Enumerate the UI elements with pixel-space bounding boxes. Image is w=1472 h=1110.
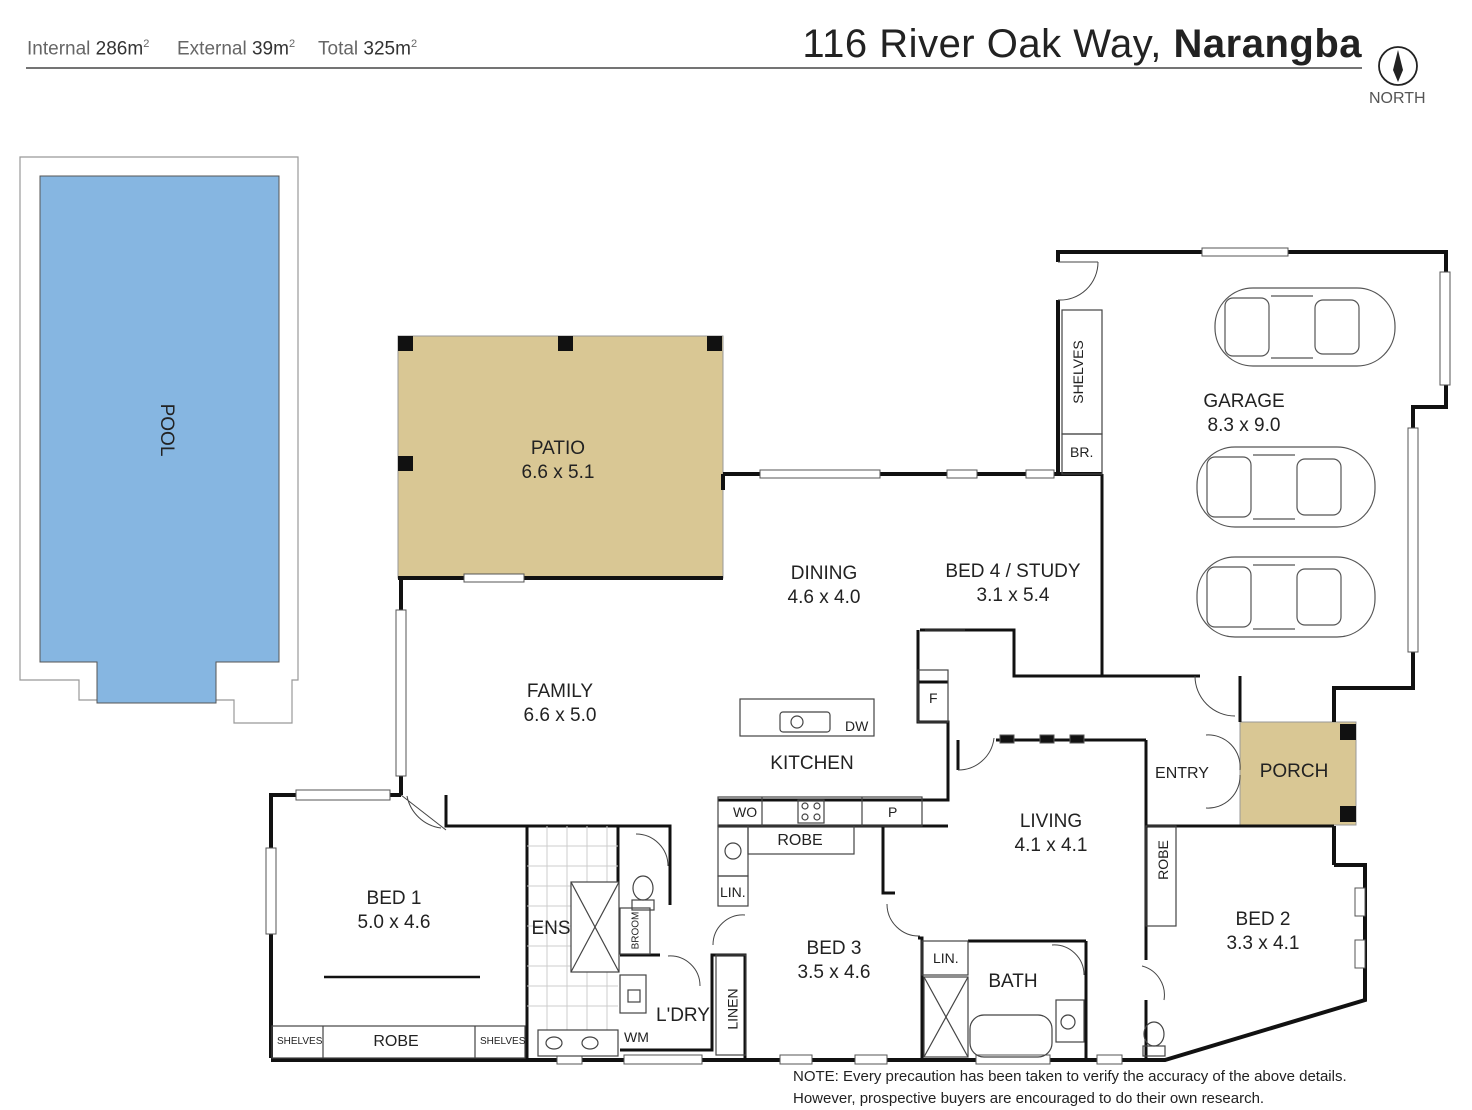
room-patio-size: 6.6 x 5.1 [521,462,595,483]
room-garage: GARAGE 8.3 x 9.0 [1203,390,1284,438]
address-suburb: Narangba [1173,22,1362,66]
total-area: Total 325m2 [318,38,418,60]
garage-shelves [1061,309,1103,475]
label-p: P [888,804,898,820]
label-lin-bed3: LIN. [720,884,746,900]
laundry-fixtures [715,954,747,1056]
room-bed2-name: BED 2 [1235,909,1291,930]
label-wm: WM [624,1029,649,1045]
room-garage-name: GARAGE [1203,391,1285,412]
room-bed3-name: BED 3 [806,938,862,959]
room-bed4-size: 3.1 x 5.4 [976,585,1050,606]
room-ldry: L'DRY [656,1005,710,1026]
label-shelves-left: SHELVES [277,1036,323,1047]
room-dining: DINING 4.6 x 4.0 [788,562,861,610]
room-living-name: LIVING [1019,811,1083,832]
north-compass-icon [1378,46,1418,86]
room-bed4-name: BED 4 / STUDY [945,561,1081,582]
label-br: BR. [1070,444,1094,460]
label-lin-bath: LIN. [933,950,959,966]
label-shelves-garage: SHELVES [1069,340,1086,404]
car-icons [1196,287,1396,638]
label-wo: WO [733,804,758,820]
label-broom: BROOM [630,911,642,950]
disclaimer-line-2: However, prospective buyers are encourag… [793,1090,1265,1107]
disclaimer-note: NOTE: Every precaution has been taken to… [793,1066,1347,1110]
label-dw: DW [845,718,869,734]
total-label: Total [318,38,359,60]
room-family: FAMILY 6.6 x 5.0 [524,680,597,728]
room-patio: PATIO 6.6 x 5.1 [522,437,595,485]
room-bed3-size: 3.5 x 4.6 [797,962,871,983]
room-porch: PORCH [1259,761,1329,782]
bath-fixtures [921,825,1177,1058]
internal-value: 286m [95,38,144,60]
room-bed1-size: 5.0 x 4.6 [357,912,431,933]
room-bed3: BED 3 3.5 x 4.6 [798,937,871,985]
room-dining-size: 4.6 x 4.0 [787,587,861,608]
address-street: 116 River Oak Way, [802,22,1162,66]
ensuite-fixtures [537,875,655,1057]
label-robe-bed1: ROBE [373,1033,419,1050]
room-bed2: BED 2 3.3 x 4.1 [1227,908,1300,956]
room-living-size: 4.1 x 4.1 [1014,835,1088,856]
external-value: 39m [251,38,289,60]
room-family-name: FAMILY [526,681,594,702]
north-label: NORTH [1369,90,1426,107]
external-area: External 39m2 [177,38,296,60]
label-robe-bed2: ROBE [1154,840,1171,880]
room-family-size: 6.6 x 5.0 [523,705,597,726]
label-linen: LINEN [724,988,741,1030]
total-value: 325m [363,38,411,60]
internal-label: Internal [27,38,91,60]
label-shelves-right: SHELVES [480,1036,526,1047]
disclaimer-line-1: NOTE: Every precaution has been taken to… [793,1068,1347,1085]
pool-label: POOL [156,403,177,457]
label-f: F [929,690,938,706]
room-bed4: BED 4 / STUDY 3.1 x 5.4 [945,560,1080,608]
room-bath: BATH [988,971,1038,992]
bed1-robe [271,975,526,1059]
room-bed1-name: BED 1 [366,888,422,909]
porch-area [1239,721,1357,826]
door-swings [400,261,1241,1001]
room-living: LIVING 4.1 x 4.1 [1015,810,1088,858]
room-entry: ENTRY [1155,765,1209,782]
room-dining-name: DINING [790,563,858,584]
internal-area: Internal 286m2 [27,38,150,60]
room-patio-name: PATIO [530,438,586,459]
room-bed2-size: 3.3 x 4.1 [1226,933,1300,954]
room-ens: ENS [531,918,571,939]
pool-shape [19,156,299,724]
room-bed1: BED 1 5.0 x 4.6 [358,887,431,935]
room-garage-size: 8.3 x 9.0 [1207,415,1281,436]
label-robe-kitchen: ROBE [777,832,823,849]
kitchen-fixtures [717,669,949,907]
external-label: External [177,38,247,60]
room-kitchen: KITCHEN [770,753,854,774]
property-address: 116 River Oak Way, Narangba [802,22,1362,67]
